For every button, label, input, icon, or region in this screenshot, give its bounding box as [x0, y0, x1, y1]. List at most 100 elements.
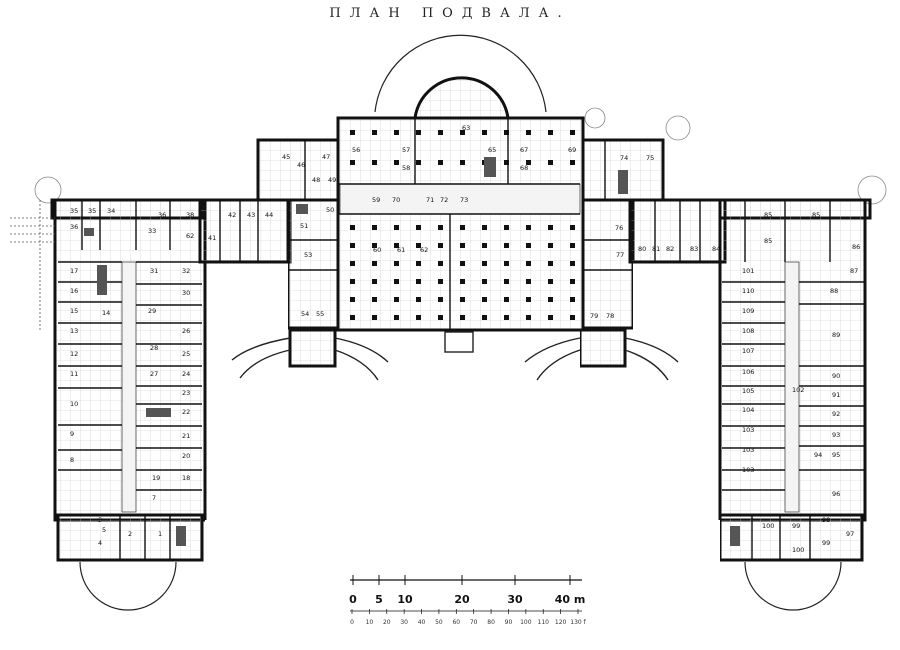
pier — [570, 297, 575, 302]
room-number: 62 — [186, 232, 194, 240]
pier — [548, 261, 553, 266]
pier — [570, 279, 575, 284]
room-number: 50 — [326, 206, 334, 214]
pier — [460, 160, 465, 165]
room-number: 100 — [792, 546, 804, 554]
pier — [416, 297, 421, 302]
scale-minor-label: 20 — [383, 619, 391, 626]
pier — [526, 315, 531, 320]
room-number: 75 — [646, 154, 654, 162]
room-number: 36 — [70, 223, 78, 231]
room-number: 102 — [792, 386, 804, 394]
room-number: 20 — [182, 452, 190, 460]
room-number: 84 — [712, 245, 720, 253]
pier — [526, 225, 531, 230]
pier — [394, 130, 399, 135]
room-number: 70 — [392, 196, 400, 204]
courtyard — [205, 262, 288, 562]
room-number: 26 — [182, 327, 190, 335]
room-number: 35 — [70, 207, 78, 215]
pier — [438, 261, 443, 266]
room-number: 59 — [372, 196, 380, 204]
room-number: 106 — [742, 368, 754, 376]
room-number: 29 — [148, 307, 156, 315]
pier — [526, 297, 531, 302]
room-number: 63 — [462, 124, 470, 132]
room-number: 28 — [150, 344, 158, 352]
pier — [526, 279, 531, 284]
pier — [460, 279, 465, 284]
courtyard — [338, 330, 580, 562]
scale-major-label: 5 — [375, 593, 383, 606]
pier — [570, 160, 575, 165]
room-number: 4 — [98, 539, 102, 547]
scale-minor-label: 100 — [520, 619, 532, 626]
room-number: 17 — [70, 267, 78, 275]
room-number: 104 — [742, 406, 754, 414]
shaded-elements — [84, 157, 740, 546]
pier — [394, 225, 399, 230]
scale-minor-label: 10 — [366, 619, 374, 626]
plan-title: ПЛАН ПОДВАЛА. — [329, 6, 571, 21]
room-number: 38 — [186, 211, 194, 219]
room-number: 100 — [762, 522, 774, 530]
west-wing-partitions — [58, 200, 202, 560]
pier — [416, 279, 421, 284]
room-number: 103 — [742, 466, 754, 474]
room-number: 79 — [590, 312, 598, 320]
pier — [482, 279, 487, 284]
room-number: 47 — [322, 153, 330, 161]
room-number: 90 — [832, 372, 840, 380]
pier — [548, 297, 553, 302]
room-number: 92 — [832, 410, 840, 418]
room-number: 99 — [822, 539, 830, 547]
room-number: 62 — [420, 246, 428, 254]
pier — [438, 130, 443, 135]
room-number: 58 — [402, 164, 410, 172]
room-number: 55 — [316, 310, 324, 318]
room-number: 85 — [764, 237, 772, 245]
room-number: 57 — [402, 146, 410, 154]
scale-minor-label: 40 — [418, 619, 426, 626]
room-number: 98 — [822, 516, 830, 524]
room-number: 3 — [98, 516, 102, 524]
pier — [394, 315, 399, 320]
pier — [504, 315, 509, 320]
pier — [570, 130, 575, 135]
room-number: 110 — [742, 287, 754, 295]
pier — [504, 243, 509, 248]
room-number: 12 — [70, 350, 78, 358]
right-bottom-arc — [744, 561, 842, 611]
pier — [438, 315, 443, 320]
room-number: 80 — [638, 245, 646, 253]
room-number: 51 — [300, 222, 308, 230]
room-number: 54 — [301, 310, 309, 318]
pier — [438, 160, 443, 165]
scale-major-label: 20 — [454, 593, 470, 606]
room-number: 21 — [182, 432, 190, 440]
scale-minor-label: 120 — [555, 619, 567, 626]
room-number: 25 — [182, 350, 190, 358]
scale-major-label: 0 — [349, 593, 357, 606]
scale-minor-label: 110 — [538, 619, 550, 626]
pier — [570, 261, 575, 266]
pier — [570, 243, 575, 248]
pier — [504, 297, 509, 302]
pier — [372, 243, 377, 248]
corridors — [121, 183, 800, 513]
room-number: 103 — [742, 426, 754, 434]
room-number: 105 — [742, 387, 754, 395]
pier — [394, 160, 399, 165]
pier — [372, 279, 377, 284]
room-number: 95 — [832, 451, 840, 459]
pier — [548, 315, 553, 320]
room-number: 5 — [102, 526, 106, 534]
pier — [548, 279, 553, 284]
room-number: 48 — [312, 176, 320, 184]
pier — [394, 243, 399, 248]
pier — [460, 261, 465, 266]
scale-minor-label: 0 — [350, 619, 354, 626]
